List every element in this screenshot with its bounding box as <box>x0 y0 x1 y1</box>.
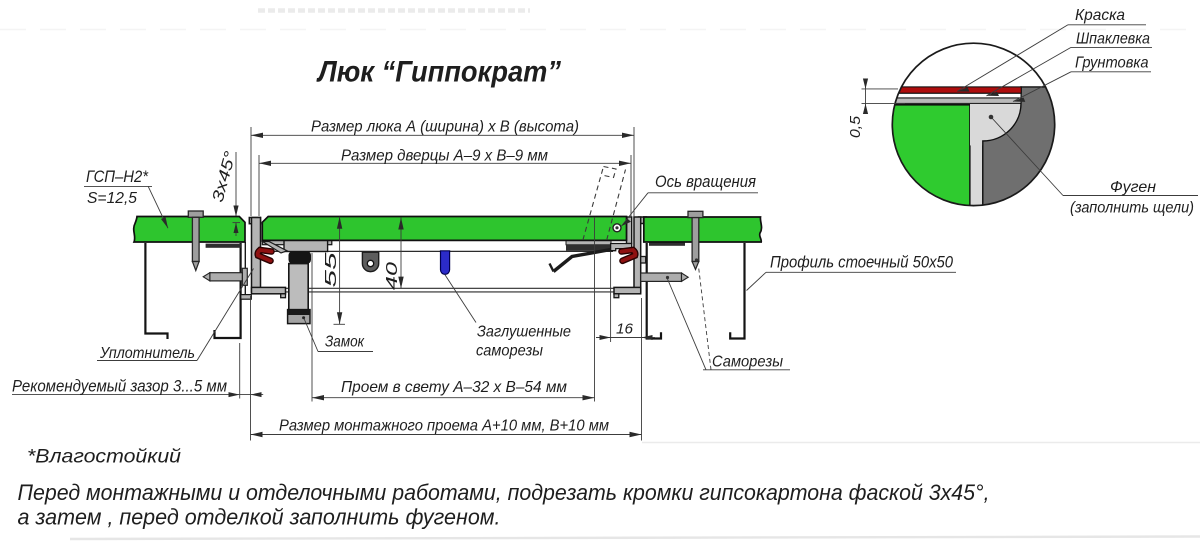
svg-text:Размер люка А (ширина) х В (вы: Размер люка А (ширина) х В (высота) <box>311 119 579 136</box>
svg-text:Замок: Замок <box>325 334 365 351</box>
svg-text:Грунтовка: Грунтовка <box>1075 55 1149 72</box>
svg-text:Уплотнитель: Уплотнитель <box>99 345 195 362</box>
svg-text:Ось вращения: Ось вращения <box>655 172 756 191</box>
svg-text:Шпаклевка: Шпаклевка <box>1076 31 1150 48</box>
svg-text:Краска: Краска <box>1075 7 1125 24</box>
svg-text:Профиль стоечный 50х50: Профиль стоечный 50х50 <box>770 253 953 272</box>
svg-text:40: 40 <box>384 262 401 290</box>
svg-text:Размер дверцы А–9 х В–9 мм: Размер дверцы А–9 х В–9 мм <box>341 148 548 165</box>
svg-text:(заполнить щели): (заполнить щели) <box>1070 200 1194 217</box>
svg-text:а затем , перед отделкой запол: а затем , перед отделкой заполнить фуген… <box>18 505 501 530</box>
svg-text:Размер монтажного проема А+10: Размер монтажного проема А+10 мм, В+10 м… <box>279 418 609 435</box>
svg-text:саморезы: саморезы <box>476 343 543 360</box>
svg-text:Саморезы: Саморезы <box>712 354 783 371</box>
svg-text:Перед монтажными и отделочными: Перед монтажными и отделочными работами,… <box>18 480 990 505</box>
svg-text:Заглушенные: Заглушенные <box>477 324 571 341</box>
svg-text:Фуген: Фуген <box>1110 179 1156 196</box>
svg-text:Рекомендуемый зазор 3...5 мм: Рекомендуемый зазор 3...5 мм <box>12 377 227 396</box>
svg-text:55: 55 <box>323 252 340 287</box>
svg-text:ГСП–Н2*: ГСП–Н2* <box>86 167 149 186</box>
svg-text:16: 16 <box>616 321 634 338</box>
svg-text:Проем в свету А–32 х В–54 мм: Проем в свету А–32 х В–54 мм <box>341 379 567 396</box>
svg-text:S=12,5: S=12,5 <box>87 190 137 207</box>
svg-text:0,5: 0,5 <box>847 115 864 138</box>
svg-text:Люк “Гиппократ”: Люк “Гиппократ” <box>316 56 561 89</box>
svg-text:*Влагостойкий: *Влагостойкий <box>27 446 181 468</box>
